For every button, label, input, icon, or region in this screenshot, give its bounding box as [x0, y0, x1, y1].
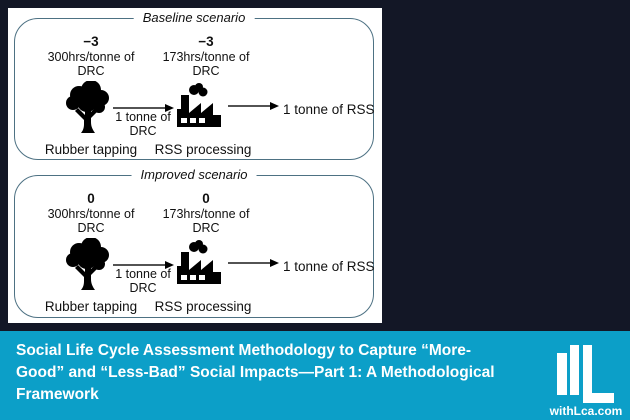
brand-block: withLca.com: [544, 344, 628, 418]
processing-rate-line1: 173hrs/tonne of: [162, 207, 250, 221]
processing-stats: 0 173hrs/tonne of DRC: [141, 191, 271, 236]
processing-rate-line2: DRC: [192, 221, 220, 235]
rss-processing-label: RSS processing: [154, 142, 252, 157]
flow-arrow-icon: [113, 261, 174, 269]
tapping-impact-value: −3: [83, 34, 99, 49]
processing-impact-value: 0: [202, 191, 210, 206]
paper-title-line2: Good” and “Less-Bad” Social Impacts—Part…: [16, 364, 495, 381]
factory-icon: [177, 240, 221, 284]
paper-title: Social Life Cycle Assessment Methodology…: [16, 340, 495, 406]
title-banner: Social Life Cycle Assessment Methodology…: [0, 331, 630, 420]
brand-url: withLca.com: [549, 404, 623, 418]
baseline-scenario-box: Baseline scenario −3 300hrs/tonne of DRC…: [14, 10, 375, 160]
improved-scenario-title: Improved scenario: [131, 167, 257, 182]
rubber-tapping-label: Rubber tapping: [44, 299, 138, 314]
rubber-tapping-label: Rubber tapping: [44, 142, 138, 157]
rss-processing-label: RSS processing: [154, 299, 252, 314]
paper-title-line1: Social Life Cycle Assessment Methodology…: [16, 342, 472, 359]
processing-rate-line2: DRC: [192, 64, 220, 78]
output-label: 1 tonne of RSS: [283, 259, 375, 274]
tapping-rate-line2: DRC: [77, 64, 105, 78]
flow-arrow-icon: [113, 104, 174, 112]
figure-panel: Baseline scenario −3 300hrs/tonne of DRC…: [8, 8, 382, 323]
improved-scenario-box: Improved scenario 0 300hrs/tonne of DRC …: [14, 167, 375, 318]
tapping-rate-line1: 300hrs/tonne of: [47, 207, 135, 221]
baseline-scenario-title: Baseline scenario: [133, 10, 255, 25]
flow-quantity-label: 1 tonne of DRC: [115, 110, 171, 138]
processing-rate-line1: 173hrs/tonne of: [162, 50, 250, 64]
tapping-rate-line2: DRC: [77, 221, 105, 235]
output-arrow-icon: [228, 102, 279, 110]
paper-title-line3: Framework: [16, 386, 99, 403]
tree-icon: [66, 238, 109, 290]
tapping-stats: 0 300hrs/tonne of DRC: [21, 191, 161, 236]
output-arrow-icon: [228, 259, 279, 267]
tapping-stats: −3 300hrs/tonne of DRC: [21, 34, 161, 79]
factory-icon: [177, 83, 221, 127]
processing-impact-value: −3: [198, 34, 214, 49]
processing-stats: −3 173hrs/tonne of DRC: [141, 34, 271, 79]
tapping-impact-value: 0: [87, 191, 95, 206]
tree-icon: [66, 81, 109, 133]
tapping-rate-line1: 300hrs/tonne of: [47, 50, 135, 64]
flow-quantity-label: 1 tonne of DRC: [115, 267, 171, 295]
withlca-logo-icon: [557, 345, 614, 403]
output-label: 1 tonne of RSS: [283, 102, 375, 117]
